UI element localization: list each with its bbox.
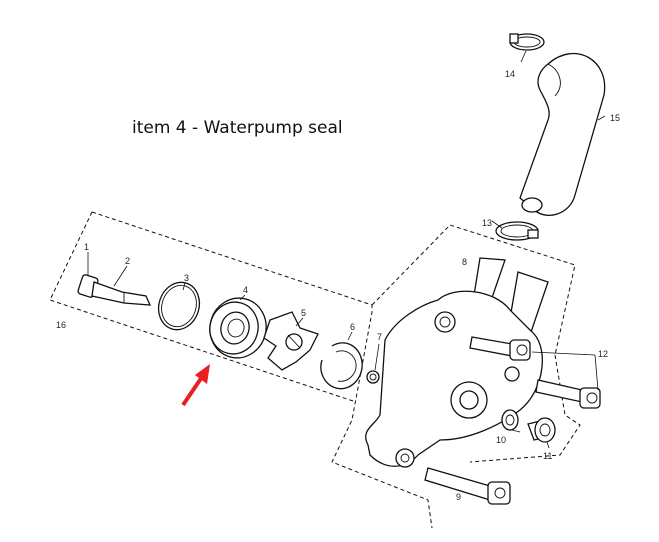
callout-15: 15 [610, 113, 620, 123]
highlight-arrow [181, 364, 210, 407]
callout-10: 10 [496, 435, 506, 445]
callout-11: 11 [543, 451, 552, 461]
washer-7-hole [369, 373, 377, 381]
o-ring-inner [161, 284, 197, 328]
diagram-caption: item 4 - Waterpump seal [132, 118, 343, 138]
callout-8: 8 [462, 257, 467, 267]
callout-9: 9 [456, 492, 461, 502]
hose-clamp-top [509, 33, 545, 51]
callout-12: 12 [598, 349, 608, 359]
hose-clamp-bottom [495, 221, 539, 241]
o-ring [157, 281, 201, 331]
callout-7: 7 [377, 332, 382, 342]
hose-end-bottom [521, 197, 543, 213]
callout-3: 3 [184, 273, 189, 283]
pump-housing [365, 257, 549, 468]
callout-2: 2 [125, 256, 130, 266]
hose [519, 52, 606, 216]
washer-7 [366, 370, 380, 384]
drain-plug [527, 417, 556, 443]
bolt-9 [424, 467, 511, 505]
callout-1: 1 [84, 242, 89, 252]
circlip-inner [335, 350, 357, 382]
circlip [320, 342, 363, 390]
pump-shaft [77, 274, 152, 306]
callout-6: 6 [350, 322, 355, 332]
callout-16: 16 [56, 320, 66, 330]
callout-leaders [87, 50, 606, 449]
bolt-12-upper [469, 336, 531, 361]
assembly-group-outline-16 [49, 211, 433, 529]
waterpump-seal [209, 297, 267, 359]
hose-end-top [547, 63, 561, 97]
washer-10-hole [505, 414, 515, 426]
callout-5: 5 [301, 308, 306, 318]
callout-4: 4 [243, 285, 248, 295]
impeller [263, 311, 319, 371]
callout-13: 13 [482, 218, 492, 228]
bolt-12-lower [535, 379, 601, 409]
callout-14: 14 [505, 69, 515, 79]
washer-10 [501, 409, 519, 431]
assembly-group-outline-8 [371, 224, 581, 463]
